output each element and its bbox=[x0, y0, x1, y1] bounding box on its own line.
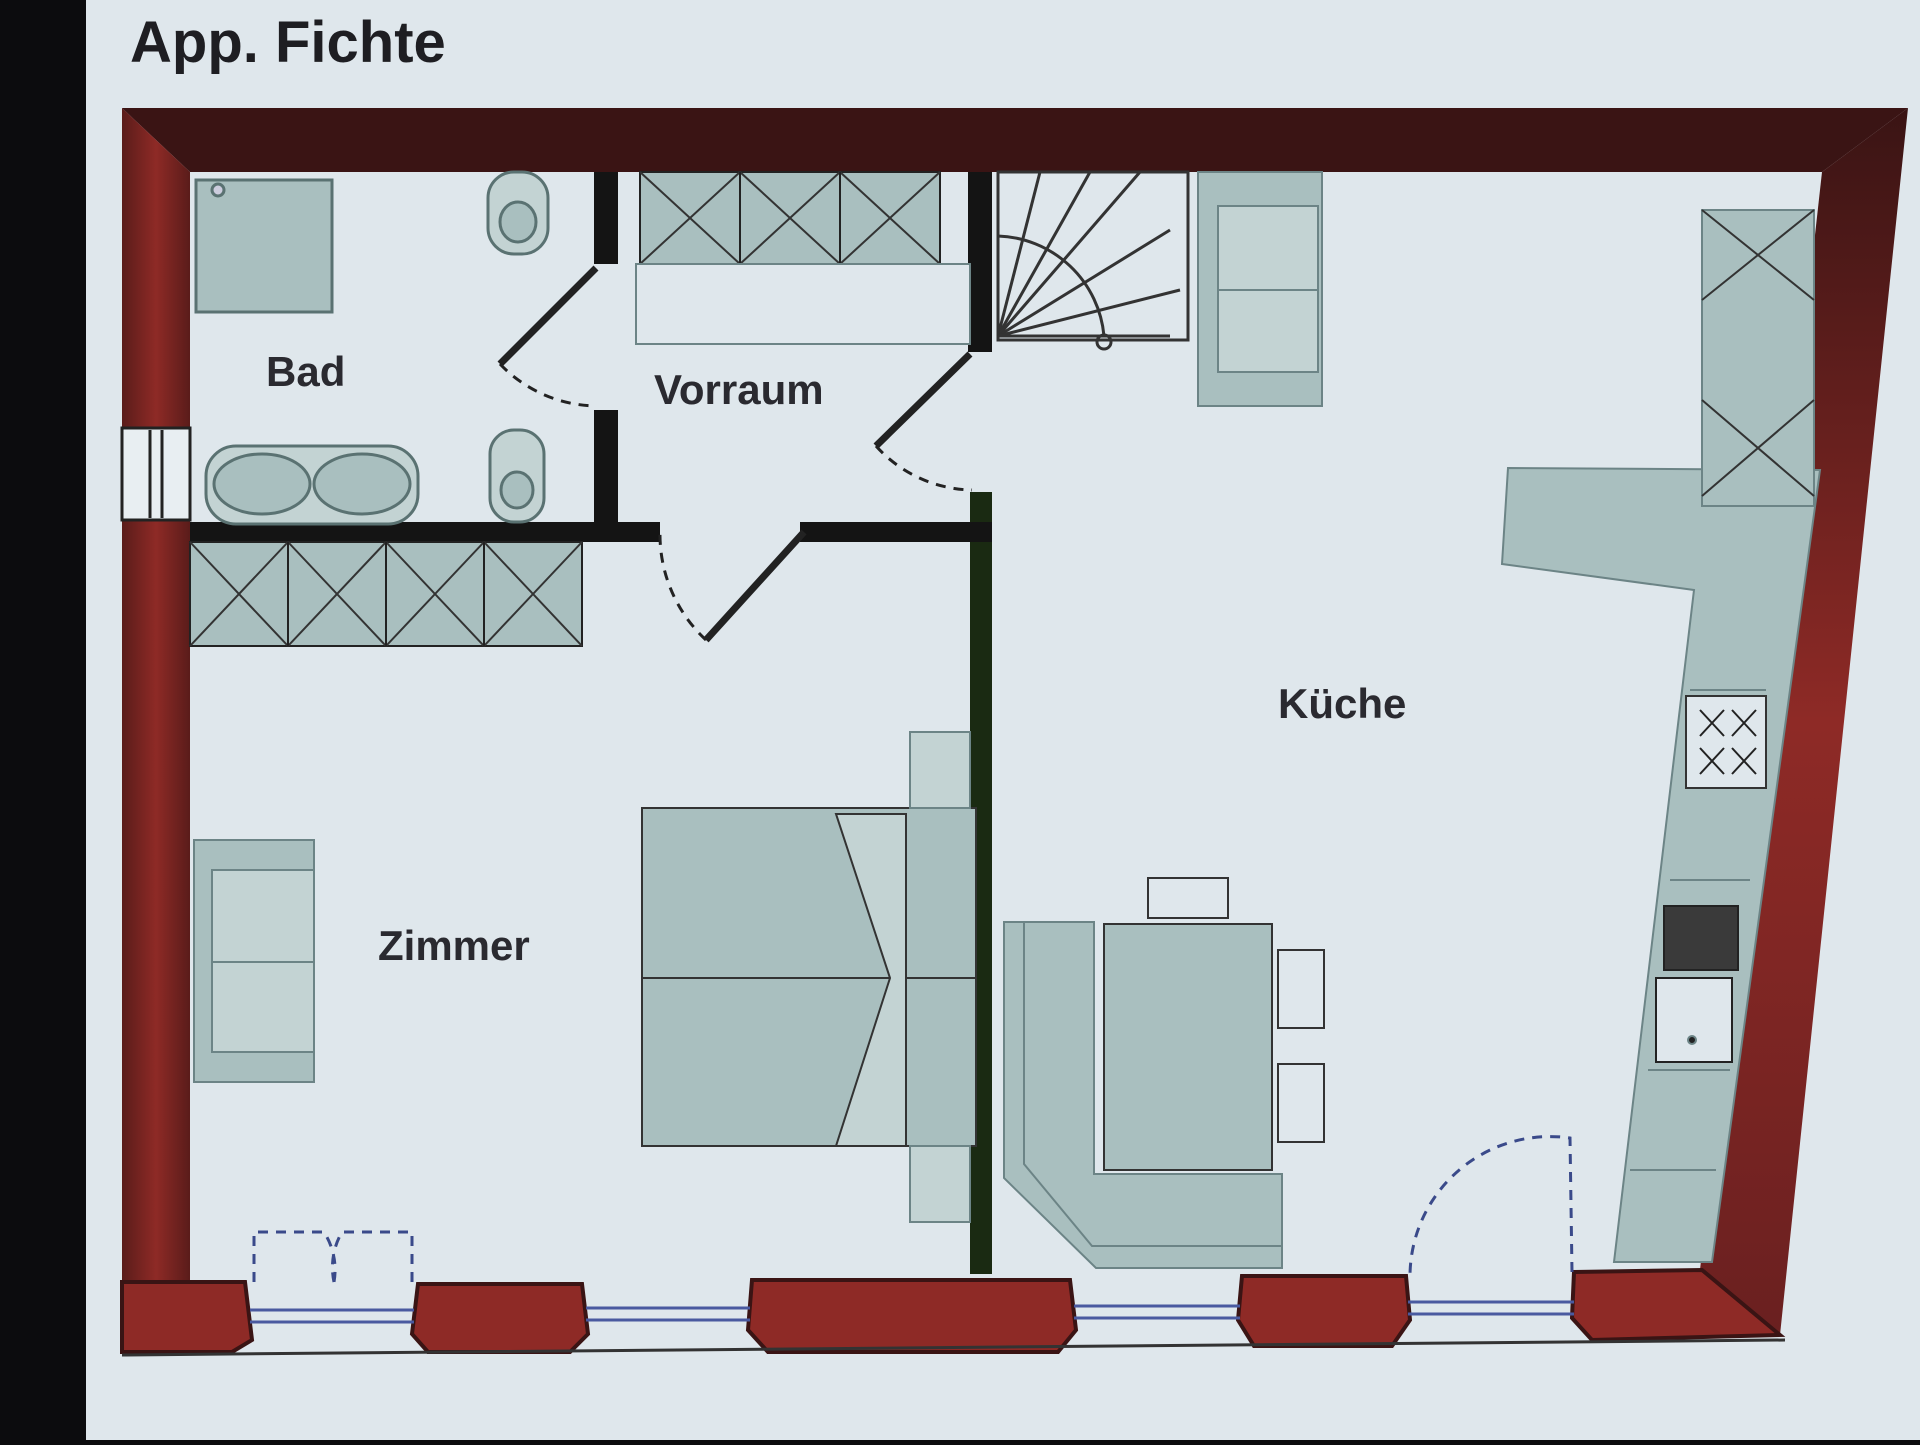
stair-step bbox=[997, 288, 1181, 338]
wall-vorraum-zimmer bbox=[800, 522, 992, 542]
shower-drain bbox=[210, 182, 226, 198]
stair-step bbox=[996, 171, 1092, 337]
door-zimmer-leaf bbox=[703, 529, 807, 643]
sink-basin bbox=[1655, 977, 1733, 1063]
stair-step bbox=[996, 171, 1142, 337]
room-furniture bbox=[193, 731, 977, 1223]
wall-top bbox=[122, 108, 1908, 172]
corner-bench-inner bbox=[1023, 922, 1282, 1247]
kitchen-tall-cabinet-cross bbox=[1701, 209, 1815, 497]
door-bad-leaf bbox=[497, 265, 599, 367]
sink-basin-right bbox=[312, 452, 412, 516]
nightstand-top bbox=[909, 731, 971, 809]
dining-chair-right-1 bbox=[1277, 949, 1325, 1029]
wardrobe-vorraum-cross bbox=[639, 171, 941, 265]
wardrobe-vorraum-front bbox=[635, 263, 971, 345]
wardrobe-zimmer-cross bbox=[189, 541, 583, 647]
wall-bottom-pier-4 bbox=[1235, 1274, 1413, 1348]
door-kueche-leaf bbox=[873, 351, 973, 449]
door-balcony-zimmer bbox=[252, 1230, 414, 1283]
door-zimmer-swing bbox=[658, 531, 708, 642]
wall-right bbox=[1700, 108, 1908, 1335]
dining-chair-top bbox=[1147, 877, 1229, 919]
stair-post bbox=[1095, 333, 1113, 351]
wall-vorraum-kueche-upper bbox=[968, 172, 992, 352]
stair-step bbox=[996, 171, 1042, 337]
room-labels: Bad Vorraum Küche Zimmer bbox=[266, 348, 1406, 969]
wall-window-left-frame bbox=[120, 426, 192, 522]
wall-bottom-pier-2 bbox=[409, 1282, 591, 1354]
stair-frame bbox=[996, 170, 1190, 342]
spiral-staircase bbox=[996, 170, 1190, 351]
stair-arc bbox=[997, 234, 1106, 337]
left-dark-border bbox=[0, 0, 86, 1440]
wall-bad-zimmer bbox=[190, 522, 660, 542]
wall-bad-vorraum-lower bbox=[594, 410, 618, 526]
bottom-baseline bbox=[121, 1338, 1786, 1357]
shower-tray bbox=[194, 178, 334, 314]
wall-bottom-pier-1 bbox=[120, 1280, 255, 1354]
wall-bad-vorraum-upper bbox=[594, 172, 618, 264]
page-title: App. Fichte bbox=[130, 10, 446, 75]
bed-blanket-fold bbox=[834, 813, 907, 1147]
bottom-windows bbox=[250, 1300, 1574, 1324]
room-label-vorraum: Vorraum bbox=[654, 366, 824, 413]
sink-drain bbox=[1687, 1035, 1697, 1045]
wall-bottom-pier-3 bbox=[745, 1278, 1079, 1354]
wall-left-lower bbox=[122, 520, 190, 1350]
outer-walls bbox=[120, 108, 1908, 1357]
wall-left-upper bbox=[122, 108, 190, 428]
sink-dark bbox=[1663, 905, 1739, 971]
room-label-bad: Bad bbox=[266, 348, 345, 395]
dining-table bbox=[1103, 923, 1273, 1171]
bidet-basin bbox=[499, 470, 535, 510]
stove-burners bbox=[1699, 709, 1757, 775]
stove bbox=[1685, 695, 1767, 789]
doors bbox=[252, 265, 1574, 1283]
kitchen-furniture bbox=[1003, 171, 1822, 1269]
dining-chair-right-2 bbox=[1277, 1063, 1325, 1143]
door-bad-swing bbox=[498, 362, 597, 408]
room-label-kueche: Küche bbox=[1278, 680, 1406, 727]
stair-step bbox=[997, 228, 1171, 338]
corner-bench bbox=[1003, 921, 1283, 1269]
wall-bottom-pier-5 bbox=[1569, 1267, 1786, 1343]
toilet-bowl bbox=[498, 200, 538, 244]
bathroom-fixtures bbox=[194, 170, 550, 526]
sink-basin-left bbox=[212, 452, 312, 516]
kitchen-tall-cabinet bbox=[1701, 209, 1815, 507]
room-label-zimmer: Zimmer bbox=[378, 922, 530, 969]
door-kueche-swing bbox=[874, 444, 973, 492]
wardrobes bbox=[189, 171, 971, 647]
nightstand-bottom bbox=[909, 1145, 971, 1223]
kitchen-counter bbox=[1500, 466, 1822, 1263]
